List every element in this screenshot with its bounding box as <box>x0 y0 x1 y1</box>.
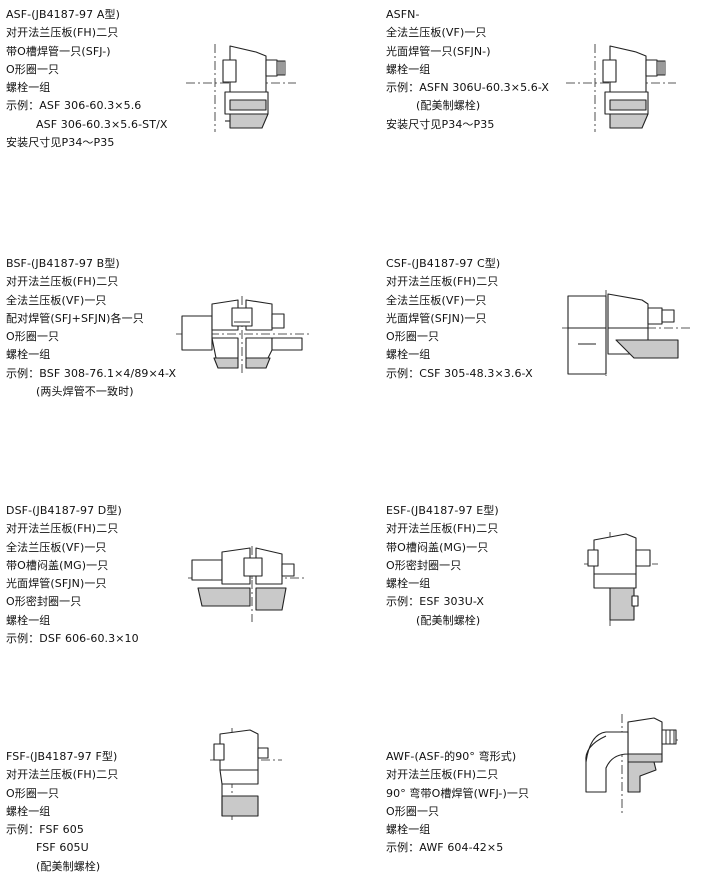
spec-asfn: ASFN- 全法兰压板(VF)一只 光面焊管一只(SFJN-) 螺栓一组 示例：… <box>386 6 549 134</box>
spec-line: ASFN- <box>386 8 420 21</box>
spec-line: 螺栓一组 <box>6 613 51 627</box>
spec-line: 全法兰压板(VF)一只 <box>6 293 107 307</box>
spec-example-cont: (配美制螺栓) <box>36 859 101 873</box>
spec-line: 带O槽闷盖(MG)一只 <box>6 558 109 572</box>
bsf-drawing <box>176 294 312 378</box>
spec-line: 光面焊管(SFJN)一只 <box>386 311 487 325</box>
spec-line: 全法兰压板(VF)一只 <box>6 540 107 554</box>
spec-line: AWF-(ASF-的90° 弯形式) <box>386 750 517 763</box>
spec-line: 螺栓一组 <box>6 81 51 95</box>
spec-line: 螺栓一组 <box>6 804 51 818</box>
spec-line: 对开法兰压板(FH)二只 <box>6 275 119 289</box>
esf-drawing <box>582 530 662 630</box>
spec-line: FSF-(JB4187-97 F型) <box>6 750 118 763</box>
spec-line: 配对焊管(SFJ+SFJN)各一只 <box>6 311 144 325</box>
spec-line: 安装尺寸见P34～P35 <box>6 136 115 150</box>
dsf-drawing <box>188 544 306 624</box>
spec-line: 对开法兰压板(FH)二只 <box>6 522 119 536</box>
spec-line: 光面焊管(SFJN)一只 <box>6 577 107 591</box>
spec-line: 带O槽焊管一只(SFJ-) <box>6 44 111 58</box>
spec-example-cont: (配美制螺栓) <box>416 99 481 113</box>
spec-line: 对开法兰压板(FH)二只 <box>386 522 499 536</box>
spec-line: O形圈一只 <box>6 786 60 800</box>
spec-example: 示例：ESF 303U-X <box>386 595 485 609</box>
spec-asf: ASF-(JB4187-97 A型) 对开法兰压板(FH)二只 带O槽焊管一只(… <box>6 6 168 152</box>
spec-example: 示例：ASFN 306U-60.3×5.6-X <box>386 81 550 95</box>
spec-line: 光面焊管一只(SFJN-) <box>386 44 491 58</box>
spec-line: DSF-(JB4187-97 D型) <box>6 504 122 517</box>
spec-line: 对开法兰压板(FH)二只 <box>386 768 499 782</box>
spec-line: ESF-(JB4187-97 E型) <box>386 504 499 517</box>
spec-example: 示例：BSF 308-76.1×4/89×4-X <box>6 366 177 380</box>
spec-example: 示例：DSF 606-60.3×10 <box>6 632 139 646</box>
spec-line: 对开法兰压板(FH)二只 <box>6 26 119 40</box>
spec-line: O形圈一只 <box>386 804 440 818</box>
spec-line: O形圈一只 <box>386 330 440 344</box>
spec-line: 螺栓一组 <box>386 62 431 76</box>
spec-dsf: DSF-(JB4187-97 D型) 对开法兰压板(FH)二只 全法兰压板(VF… <box>6 502 139 648</box>
spec-example: 示例：FSF 605 <box>6 823 84 837</box>
asfn-drawing <box>566 42 686 134</box>
spec-example: 示例：ASF 306-60.3×5.6 <box>6 99 142 113</box>
spec-bsf: BSF-(JB4187-97 B型) 对开法兰压板(FH)二只 全法兰压板(VF… <box>6 255 176 401</box>
spec-line: ASF-(JB4187-97 A型) <box>6 8 120 21</box>
spec-example-cont: (两头焊管不一致时) <box>36 385 134 399</box>
spec-example: 示例：AWF 604-42×5 <box>386 841 504 855</box>
spec-line: 螺栓一组 <box>386 577 431 591</box>
spec-line: 全法兰压板(VF)一只 <box>386 293 487 307</box>
spec-esf: ESF-(JB4187-97 E型) 对开法兰压板(FH)二只 带O槽闷盖(MG… <box>386 502 499 630</box>
spec-line: 90° 弯带O槽焊管(WFJ-)一只 <box>386 786 530 800</box>
spec-fsf: FSF-(JB4187-97 F型) 对开法兰压板(FH)二只 O形圈一只 螺栓… <box>6 748 118 876</box>
spec-example: 示例：CSF 305-48.3×3.6-X <box>386 366 533 380</box>
spec-line: 螺栓一组 <box>6 348 51 362</box>
asf-drawing <box>186 42 306 134</box>
spec-csf: CSF-(JB4187-97 C型) 对开法兰压板(FH)二只 全法兰压板(VF… <box>386 255 533 383</box>
spec-line: O形密封圈一只 <box>6 595 82 609</box>
spec-line: O形密封圈一只 <box>386 558 462 572</box>
spec-line: 对开法兰压板(FH)二只 <box>386 275 499 289</box>
spec-line: 带O槽闷盖(MG)一只 <box>386 540 489 554</box>
spec-example-cont: FSF 605U <box>36 841 89 855</box>
spec-line: 螺栓一组 <box>386 823 431 837</box>
spec-line: 对开法兰压板(FH)二只 <box>6 768 119 782</box>
awf-drawing <box>576 712 684 816</box>
spec-line: O形圈一只 <box>6 330 60 344</box>
spec-example-cont: (配美制螺栓) <box>416 613 481 627</box>
spec-line: O形圈一只 <box>6 62 60 76</box>
spec-example-cont: ASF 306-60.3×5.6-ST/X <box>36 117 168 131</box>
spec-line: CSF-(JB4187-97 C型) <box>386 257 501 270</box>
spec-line: 全法兰压板(VF)一只 <box>386 26 487 40</box>
spec-line: 安装尺寸见P34～P35 <box>386 117 495 131</box>
spec-line: BSF-(JB4187-97 B型) <box>6 257 120 270</box>
spec-line: 螺栓一组 <box>386 348 431 362</box>
spec-awf: AWF-(ASF-的90° 弯形式) 对开法兰压板(FH)二只 90° 弯带O槽… <box>386 748 529 858</box>
fsf-drawing <box>208 726 288 822</box>
csf-drawing <box>562 288 692 378</box>
